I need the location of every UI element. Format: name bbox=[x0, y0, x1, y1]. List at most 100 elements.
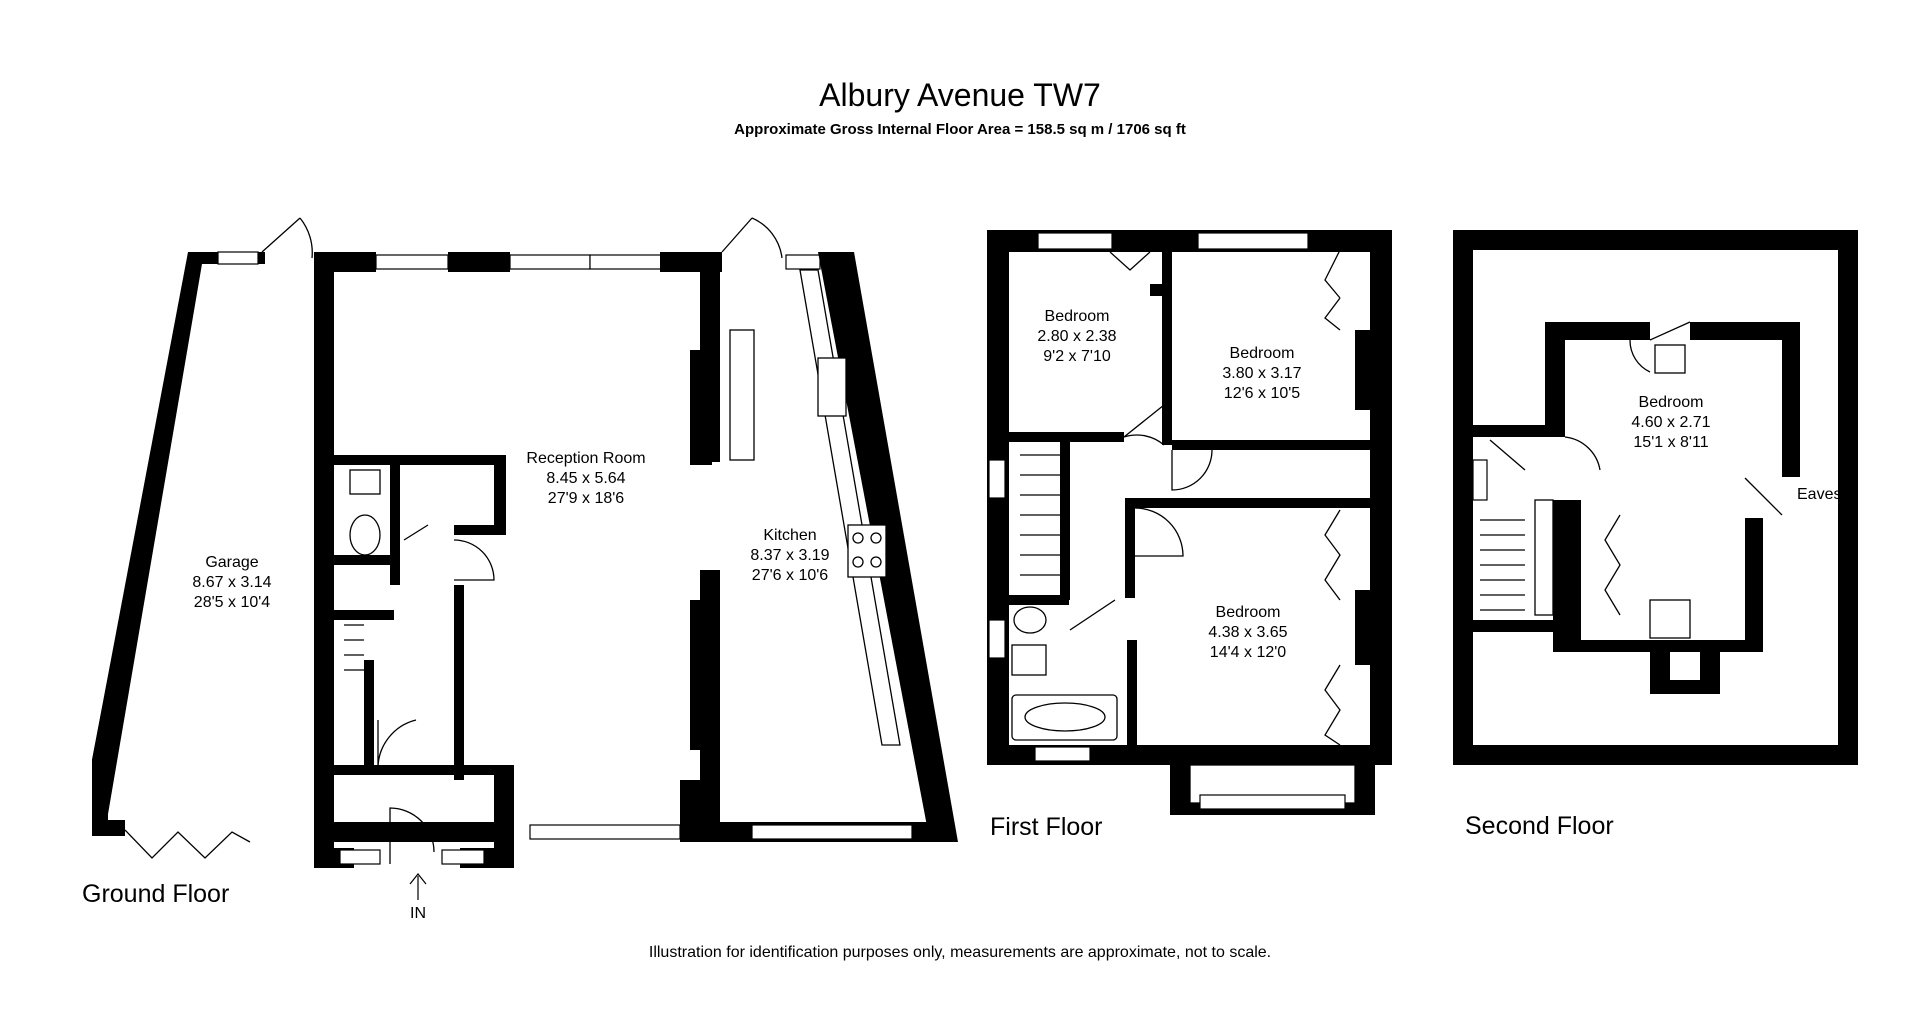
sf-room-right-lower bbox=[1745, 518, 1763, 648]
sf-landing-window bbox=[1472, 459, 1488, 501]
chimney-breast-upper bbox=[690, 350, 712, 465]
room-name: Bedroom bbox=[1045, 308, 1110, 325]
garage-front-left-pier bbox=[92, 760, 108, 836]
sf-room-top-right bbox=[1690, 322, 1800, 340]
rear-wall-b bbox=[448, 252, 510, 272]
room-name: Kitchen bbox=[763, 527, 816, 544]
ff-front-bed-top bbox=[1125, 498, 1370, 508]
sf-room-left-upper bbox=[1545, 322, 1565, 434]
sf-stairs bbox=[1480, 519, 1525, 611]
room-name: Reception Room bbox=[526, 450, 645, 467]
sf-dormer-right bbox=[1700, 640, 1720, 692]
ff-bath-top bbox=[1009, 595, 1069, 605]
ground-stairs bbox=[344, 624, 364, 671]
ff-toilet bbox=[1013, 606, 1047, 634]
chimney-breast-lower bbox=[690, 600, 712, 750]
ff-rear-window-2 bbox=[1197, 232, 1309, 250]
room-metric: 3.80 x 3.17 bbox=[1222, 365, 1301, 382]
reception-patio-door bbox=[589, 254, 671, 270]
ground-floor-label: Ground Floor bbox=[82, 880, 229, 908]
ff-small-bed-bottom bbox=[1009, 432, 1124, 442]
stair-wall bbox=[364, 660, 374, 775]
rear-wall-a bbox=[314, 252, 376, 272]
room-metric: 8.37 x 3.19 bbox=[750, 547, 829, 564]
sf-dormer-bottom bbox=[1650, 680, 1720, 694]
ff-rear-window-1 bbox=[1037, 232, 1113, 250]
room-imperial: 15'1 x 8'11 bbox=[1633, 434, 1708, 451]
sf-room-top-left bbox=[1545, 322, 1650, 340]
ff-bath-side-window bbox=[988, 619, 1006, 659]
porch-window-right bbox=[441, 849, 485, 865]
ff-small-bed-cupboard bbox=[1109, 251, 1151, 271]
first-floor-plan: Bedroom 2.80 x 2.38 9'2 x 7'10 Bedroom 3… bbox=[987, 230, 1392, 841]
house-left-wall bbox=[314, 252, 334, 842]
sf-outer-right bbox=[1838, 230, 1858, 765]
wc-door bbox=[403, 524, 429, 541]
ground-floor-plan: IN Garage 8.67 x 3.14 28'5 x 10'4 Recept… bbox=[82, 217, 958, 922]
second-floor-label: Second Floor bbox=[1465, 812, 1614, 840]
porch-inner-door bbox=[377, 719, 417, 769]
reception-label: Reception Room 8.45 x 5.64 27'9 x 18'6 bbox=[526, 450, 645, 507]
sf-bedroom-label: Bedroom 4.60 x 2.71 15'1 x 8'11 bbox=[1631, 394, 1710, 451]
sf-cupboard-wall bbox=[1553, 500, 1581, 645]
wc-divider bbox=[390, 455, 400, 585]
kitchen-right-wall bbox=[818, 252, 958, 842]
front-wall-left bbox=[314, 822, 514, 842]
ff-bath bbox=[1011, 694, 1118, 741]
kitchen-tall-unit bbox=[729, 329, 755, 461]
ff-stair-wall bbox=[1060, 440, 1070, 600]
sf-eaves-door bbox=[1744, 477, 1783, 516]
wc-toilet bbox=[349, 514, 381, 556]
entrance-label: IN bbox=[410, 905, 426, 922]
ff-wardrobe-front-1 bbox=[1324, 509, 1341, 601]
room-name: Bedroom bbox=[1216, 604, 1281, 621]
room-metric: 8.67 x 3.14 bbox=[192, 574, 271, 591]
ff-landing-window bbox=[988, 459, 1006, 499]
sf-cupboard-door bbox=[1629, 321, 1691, 373]
ff-front-bed-door bbox=[1134, 507, 1184, 557]
front-wall-pier bbox=[680, 780, 702, 842]
porch-right-wall bbox=[494, 765, 514, 865]
room-metric: 2.80 x 2.38 bbox=[1037, 328, 1116, 345]
porch-left-wall bbox=[314, 765, 334, 865]
reception-front-window bbox=[529, 824, 681, 840]
wc-bottom-wall bbox=[334, 555, 390, 565]
room-imperial: 28'5 x 10'4 bbox=[194, 594, 270, 611]
sf-wardrobe bbox=[1604, 514, 1621, 616]
eaves-label: Eaves bbox=[1797, 486, 1841, 503]
sf-stair-rail bbox=[1534, 499, 1554, 616]
room-name: Garage bbox=[205, 554, 258, 571]
ff-bath-door bbox=[1069, 599, 1116, 631]
reception-rear-window-1 bbox=[375, 254, 449, 270]
kitchen-rear-door bbox=[721, 217, 783, 259]
garage-bifold-doors bbox=[124, 829, 251, 859]
front-door-swing bbox=[389, 807, 435, 864]
sf-landing-top bbox=[1473, 425, 1565, 437]
ff-front-bed-left-upper bbox=[1125, 498, 1135, 598]
plan-title: Albury Avenue TW7 bbox=[819, 77, 1101, 113]
ff-rear-bedroom-label: Bedroom 3.80 x 3.17 12'6 x 10'5 bbox=[1222, 345, 1301, 402]
room-imperial: 9'2 x 7'10 bbox=[1043, 348, 1111, 365]
hall-door-swing bbox=[453, 539, 495, 581]
sf-stair-rail-2 bbox=[1489, 439, 1526, 471]
sf-room-right-upper bbox=[1782, 322, 1800, 477]
room-imperial: 27'6 x 10'6 bbox=[752, 567, 828, 584]
second-floor-plan: Bedroom 4.60 x 2.71 15'1 x 8'11 Eaves Se… bbox=[1453, 230, 1858, 840]
ff-bay-window bbox=[1199, 794, 1346, 810]
garage-rear-door bbox=[261, 217, 313, 259]
wc-top-wall bbox=[334, 455, 504, 465]
ff-front-wall-right bbox=[1127, 745, 1387, 765]
ff-cupboard-wall bbox=[1150, 284, 1172, 296]
ff-small-bedroom-label: Bedroom 2.80 x 2.38 9'2 x 7'10 bbox=[1037, 308, 1116, 365]
ff-right-wall bbox=[1370, 230, 1392, 765]
kitchen-sink bbox=[817, 357, 847, 417]
entrance-arrow-icon bbox=[409, 873, 427, 900]
under-stairs-wall bbox=[334, 610, 394, 620]
room-imperial: 14'4 x 12'0 bbox=[1210, 644, 1286, 661]
reception-rear-window-2 bbox=[509, 254, 591, 270]
kitchen-front-window bbox=[751, 824, 913, 840]
sf-landing-bottom bbox=[1473, 620, 1565, 632]
kitchen-label: Kitchen 8.37 x 3.19 27'6 x 10'6 bbox=[750, 527, 829, 584]
first-floor-label: First Floor bbox=[990, 813, 1103, 841]
